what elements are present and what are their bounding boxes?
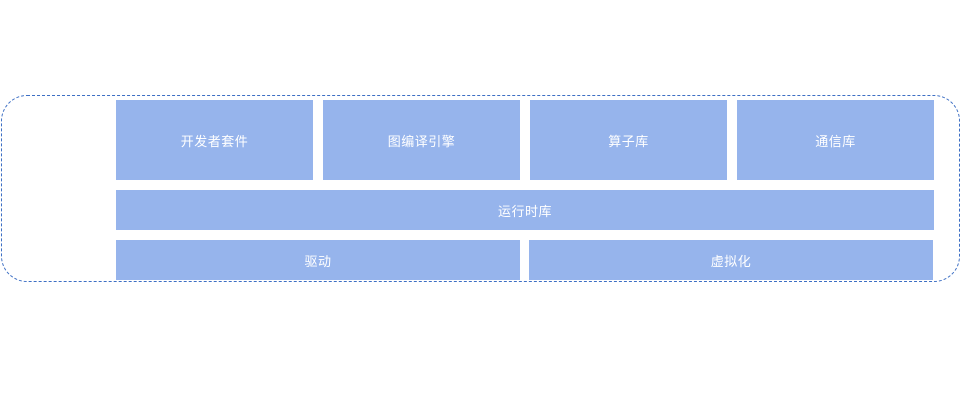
stack-container [1, 95, 960, 282]
block-driver: 驱动 [116, 240, 520, 280]
block-graph-compiler: 图编译引擎 [323, 100, 520, 180]
block-virtualization: 虚拟化 [529, 240, 933, 280]
block-developer-kit: 开发者套件 [116, 100, 313, 180]
block-operator-library: 算子库 [530, 100, 727, 180]
block-runtime-library: 运行时库 [116, 190, 934, 230]
block-communication-library: 通信库 [737, 100, 934, 180]
